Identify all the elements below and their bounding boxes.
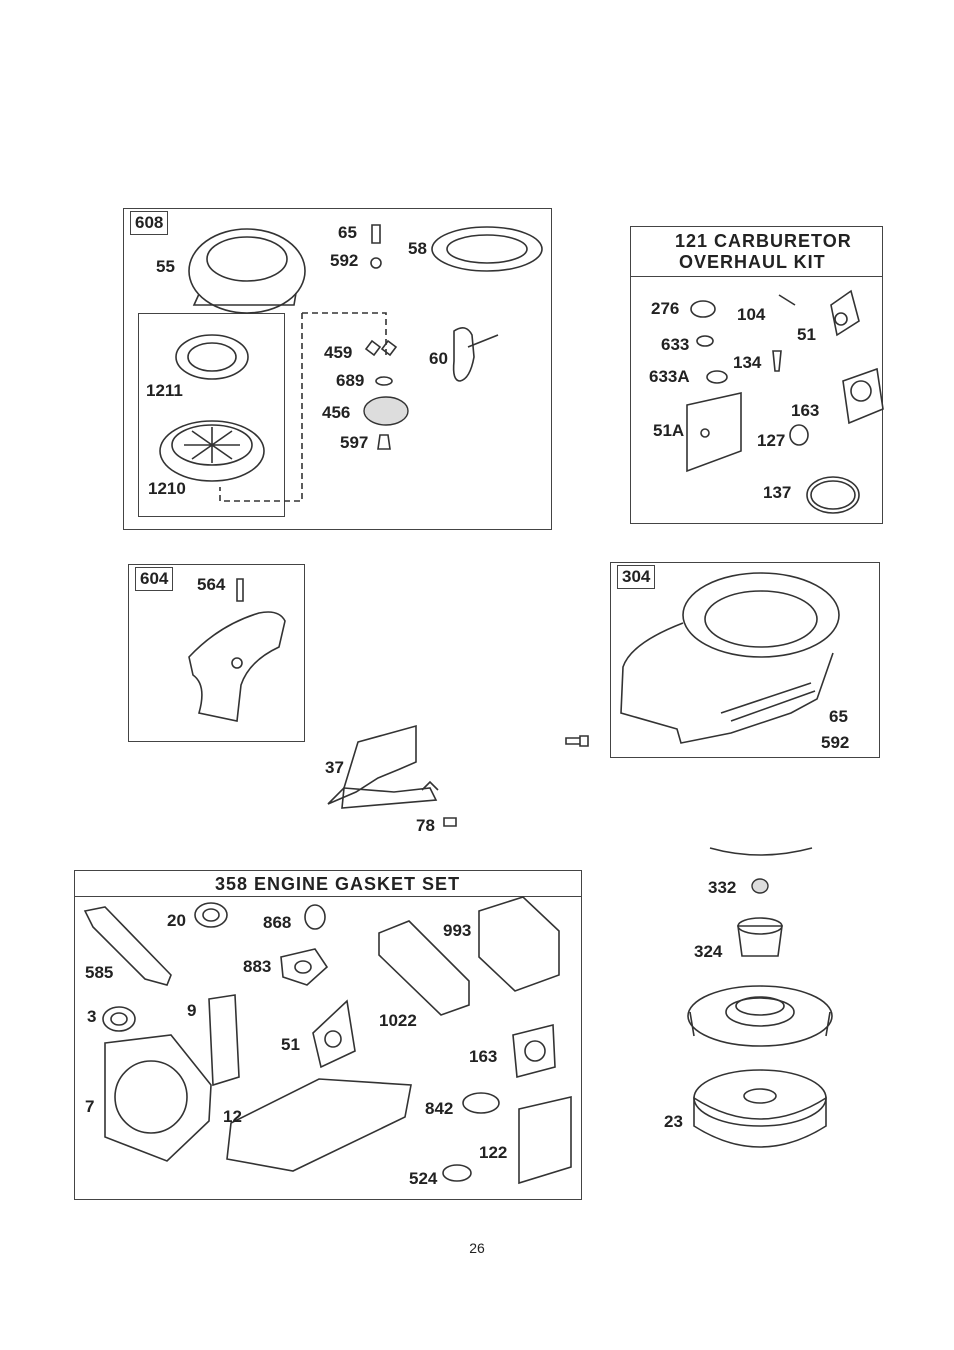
label-134: 134 [733,353,761,373]
label-58: 58 [408,239,427,259]
label-51: 51 [797,325,816,345]
label-324: 324 [694,942,722,962]
label-689: 689 [336,371,364,391]
label-459: 459 [324,343,352,363]
label-564: 564 [197,575,225,595]
label-358-12: 12 [223,1107,242,1127]
label-358-122: 122 [479,1143,507,1163]
label-358-1022: 1022 [379,1011,417,1031]
label-358-9: 9 [187,1001,196,1021]
bolt-icon [562,728,592,752]
label-358-524: 524 [409,1169,437,1189]
label-276: 276 [651,299,679,319]
label-592: 592 [330,251,358,271]
label-163: 163 [791,401,819,421]
label-597: 597 [340,433,368,453]
label-23: 23 [664,1112,683,1132]
part-37-illustration [318,722,478,842]
label-358-993: 993 [443,921,471,941]
label-304-592: 592 [821,733,849,753]
label-137: 137 [763,483,791,503]
label-37: 37 [325,758,344,778]
label-332: 332 [708,878,736,898]
label-358-20: 20 [167,911,186,931]
label-358-51: 51 [281,1035,300,1055]
page-number: 26 [0,1240,954,1256]
label-358-842: 842 [425,1099,453,1119]
label-358-163: 163 [469,1047,497,1067]
label-633: 633 [661,335,689,355]
label-127: 127 [757,431,785,451]
label-358-585: 585 [85,963,113,983]
label-51A: 51A [653,421,684,441]
label-78: 78 [416,816,435,836]
group-358-box: 358 ENGINE GASKET SET 20 868 993 585 883… [74,870,582,1200]
group-604-box: 604 564 [128,564,305,742]
label-358-868: 868 [263,913,291,933]
label-1211: 1211 [146,381,183,401]
label-60: 60 [429,349,448,369]
flywheel-illustration [680,840,840,1180]
label-104: 104 [737,305,765,325]
group-121-box: 121 CARBURETOR OVERHAUL KIT 276 104 51 6… [630,226,883,524]
label-456: 456 [322,403,350,423]
label-358-883: 883 [243,957,271,977]
group-304-illustration [611,563,881,759]
label-358-3: 3 [87,1007,96,1027]
label-358-7: 7 [85,1097,94,1117]
label-55: 55 [156,257,175,277]
label-65: 65 [338,223,357,243]
label-1210: 1210 [148,479,186,499]
group-608-box: 608 55 65 592 58 1211 459 6 [123,208,552,530]
label-304-65: 65 [829,707,848,727]
group-304-box: 304 65 592 [610,562,880,758]
label-633A: 633A [649,367,690,387]
